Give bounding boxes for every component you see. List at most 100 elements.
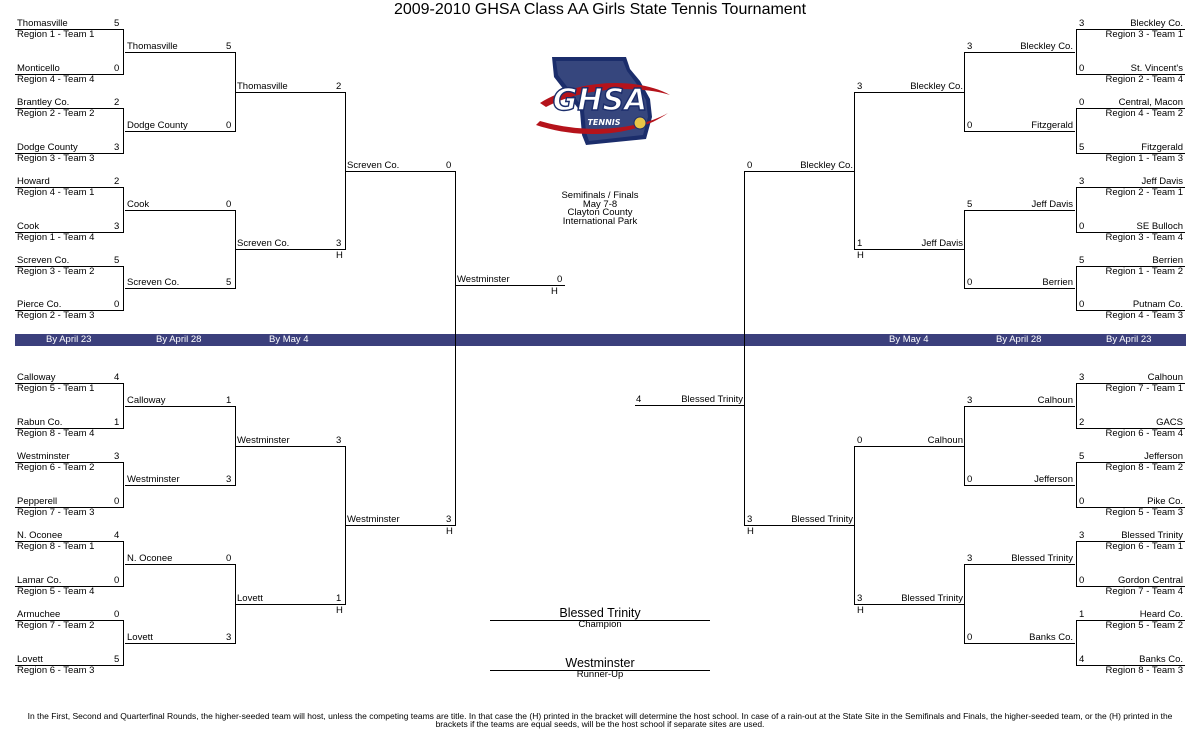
left-final-team: Westminster [457, 274, 510, 285]
logo-text: GHSA [553, 83, 648, 118]
left-r1-slot-line [15, 108, 123, 109]
right-r1-team: GACS [1156, 417, 1183, 428]
right-r1-slot-line [1077, 541, 1185, 542]
left-r3-slot-line [235, 249, 345, 250]
right-r1-connector [1076, 29, 1077, 75]
left-r2-slot-line [125, 485, 235, 486]
right-r3-slot-line [855, 249, 965, 250]
right-r1-slot-line [1077, 29, 1185, 30]
right-r1-team: Central, Macon [1118, 97, 1183, 108]
right-r1-seed: Region 2 - Team 1 [1105, 187, 1183, 198]
right-r1-score: 4 [1079, 654, 1085, 665]
right-r2-slot-line [965, 643, 1075, 644]
left-r1-connector [123, 462, 124, 508]
right-r3-slot-line [855, 604, 965, 605]
right-r2-score: 3 [967, 395, 973, 406]
left-r1-seed: Region 1 - Team 4 [17, 232, 95, 243]
right-r2-slot-line [965, 52, 1075, 53]
right-r1-slot-line [1077, 187, 1185, 188]
left-r2-score: 5 [226, 277, 232, 288]
left-r1-team: Lamar Co. [17, 575, 62, 586]
left-r2-score: 5 [226, 41, 232, 52]
event-venue-county: Clayton County [567, 207, 633, 218]
right-r2-score: 3 [967, 553, 973, 564]
right-r2-slot-line [965, 485, 1075, 486]
left-r1-score: 3 [114, 142, 120, 153]
right-r1-slot-line [1077, 428, 1185, 429]
right-r1-connector [1076, 108, 1077, 154]
right-r1-slot-line [1077, 108, 1185, 109]
left-r3-team: Lovett [237, 593, 263, 604]
right-r1-seed: Region 8 - Team 3 [1105, 665, 1183, 676]
left-r1-score: 3 [114, 221, 120, 232]
left-r1-score: 4 [114, 530, 120, 541]
left-r2-score: 3 [226, 474, 232, 485]
right-sf-team: Blessed Trinity [791, 514, 853, 525]
left-r1-score: 0 [114, 575, 120, 586]
left-r1-seed: Region 4 - Team 4 [17, 74, 95, 85]
right-r2-slot-line [965, 210, 1075, 211]
right-r1-slot-line [1077, 74, 1185, 75]
left-r3-host-marker: H [336, 605, 343, 616]
left-r1-seed: Region 3 - Team 2 [17, 266, 95, 277]
right-r1-team: Blessed Trinity [1121, 530, 1183, 541]
right-r2-score: 0 [967, 120, 973, 131]
right-r1-team: Jeff Davis [1141, 176, 1183, 187]
right-r1-slot-line [1077, 665, 1185, 666]
left-r1-seed: Region 7 - Team 2 [17, 620, 95, 631]
left-r1-score: 0 [114, 496, 120, 507]
right-r2-score: 0 [967, 277, 973, 288]
left-r1-slot-line [15, 383, 123, 384]
left-r2-score: 1 [226, 395, 232, 406]
left-r1-seed: Region 5 - Team 4 [17, 586, 95, 597]
right-r3-score: 3 [857, 81, 863, 92]
left-r1-seed: Region 5 - Team 1 [17, 383, 95, 394]
left-r2-team: Lovett [127, 632, 153, 643]
right-r3-score: 3 [857, 593, 863, 604]
left-r3-team: Screven Co. [237, 238, 290, 249]
page-title: 2009-2010 GHSA Class AA Girls State Tenn… [393, 1, 807, 18]
right-r1-seed: Region 4 - Team 3 [1105, 310, 1183, 321]
left-r3-score: 3 [336, 238, 342, 249]
round-label-r2-right: By April 28 [996, 334, 1042, 345]
right-r1-team: Pike Co. [1147, 496, 1183, 507]
left-r1-connector [123, 620, 124, 666]
right-r1-score: 0 [1079, 575, 1085, 586]
left-sf-slot-line [345, 525, 455, 526]
left-r1-score: 2 [114, 97, 120, 108]
left-r1-seed: Region 2 - Team 3 [17, 310, 95, 321]
right-r1-connector [1076, 620, 1077, 666]
left-r3-slot-line [235, 92, 345, 93]
left-sf-score: 0 [446, 160, 452, 171]
left-r1-score: 0 [114, 299, 120, 310]
right-r1-score: 0 [1079, 496, 1085, 507]
left-sf-host-marker: H [446, 526, 453, 537]
left-r2-team: Cook [127, 199, 150, 210]
left-r1-team: Rabun Co. [17, 417, 63, 428]
left-r2-slot-line [125, 52, 235, 53]
left-r3-slot-line [235, 604, 345, 605]
left-r2-score: 0 [226, 199, 232, 210]
right-r1-seed: Region 7 - Team 1 [1105, 383, 1183, 394]
left-r1-score: 5 [114, 255, 120, 266]
left-r1-team: Monticello [17, 63, 60, 74]
right-r1-seed: Region 3 - Team 1 [1105, 29, 1183, 40]
right-r3-score: 0 [857, 435, 863, 446]
right-r1-score: 3 [1079, 530, 1085, 541]
left-r1-seed: Region 8 - Team 4 [17, 428, 95, 439]
round-label-r3-right: By May 4 [889, 334, 929, 345]
right-r1-slot-line [1077, 153, 1185, 154]
left-r1-team: Thomasville [17, 18, 68, 29]
left-sf-team: Westminster [347, 514, 400, 525]
right-sf-score: 3 [747, 514, 753, 525]
left-r2-score: 0 [226, 553, 232, 564]
round-label-r3-left: By May 4 [269, 334, 309, 345]
left-r1-team: Westminster [17, 451, 70, 462]
left-r2-slot-line [125, 406, 235, 407]
right-r1-seed: Region 5 - Team 2 [1105, 620, 1183, 631]
event-info: Semifinals / Finals May 7-8 Clayton Coun… [540, 191, 660, 226]
right-r1-score: 1 [1079, 609, 1085, 620]
left-r1-seed: Region 4 - Team 1 [17, 187, 95, 198]
right-r3-team: Calhoun [927, 435, 963, 446]
